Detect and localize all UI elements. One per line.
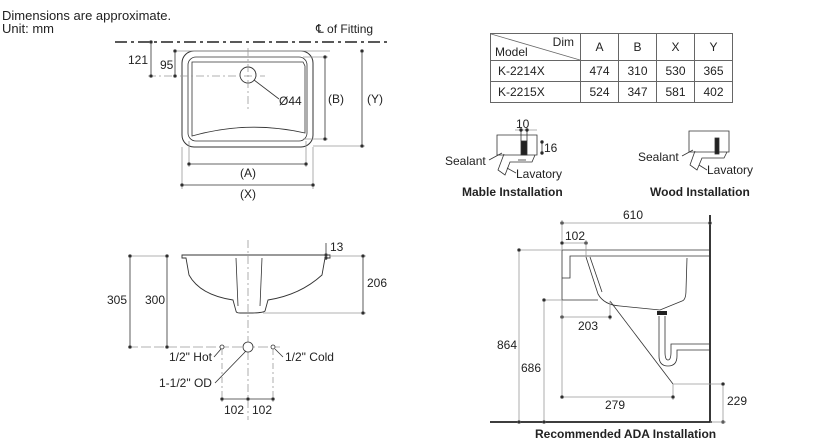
wood-installation-title: Wood Installation — [650, 185, 750, 199]
column-header: Y — [694, 33, 733, 61]
dim-102-left: 102 — [224, 403, 245, 417]
dimension-table: Dim Model A B X Y K-2214X 474 310 530 36… — [490, 33, 733, 103]
unit-note: Unit: mm — [2, 21, 54, 36]
centerline-label: ℄ of Fitting — [316, 22, 374, 36]
table-row: K-2215X 524 347 581 402 — [490, 81, 733, 103]
dim-121: 121 — [128, 53, 149, 67]
header-dim: Dim — [552, 35, 574, 49]
label-x: (X) — [240, 187, 256, 201]
label-a: (A) — [240, 166, 256, 180]
header-model: Model — [495, 45, 528, 59]
value-cell: 310 — [618, 60, 657, 82]
marble-lavatory-label: Lavatory — [516, 167, 563, 181]
value-cell: 530 — [656, 60, 695, 82]
marble-dim-10: 10 — [516, 117, 530, 131]
wood-lavatory-label: Lavatory — [707, 163, 754, 177]
wood-sealant-label: Sealant — [638, 150, 679, 164]
dim-206: 206 — [367, 276, 388, 290]
marble-installation-detail — [488, 128, 544, 176]
table-header-row: Dim Model A B X Y — [490, 33, 733, 61]
table-row: K-2214X 474 310 530 365 — [490, 60, 733, 82]
dim-305: 305 — [107, 293, 128, 307]
ada-installation-drawing — [490, 215, 726, 424]
dim-13: 13 — [330, 240, 344, 254]
dim-102-right: 102 — [252, 403, 273, 417]
waste-od-label: 1-1/2" OD — [159, 376, 212, 390]
marble-dim-16: 16 — [544, 141, 558, 155]
hot-supply-label: 1/2" Hot — [169, 350, 212, 364]
dim-300: 300 — [145, 293, 166, 307]
waste-outlet-circle — [242, 341, 254, 353]
ada-installation-title: Recommended ADA Installation — [535, 427, 717, 441]
hot-supply-circle — [219, 344, 225, 350]
ada-dim-686: 686 — [521, 361, 542, 375]
model-cell: K-2215X — [490, 81, 581, 103]
sink-rim-outline — [187, 56, 308, 142]
table-corner-header: Dim Model — [490, 33, 581, 61]
column-header: B — [618, 33, 657, 61]
ada-dim-229: 229 — [727, 394, 748, 408]
value-cell: 581 — [656, 81, 695, 103]
value-cell: 402 — [694, 81, 733, 103]
model-cell: K-2214X — [490, 60, 581, 82]
ada-dim-203: 203 — [578, 319, 599, 333]
value-cell: 365 — [694, 60, 733, 82]
approximation-note: Dimensions are approximate. — [2, 8, 172, 23]
cold-supply-circle — [270, 344, 276, 350]
drain-diameter-label: Ø44 — [279, 94, 302, 108]
column-header: X — [656, 33, 695, 61]
column-header: A — [580, 33, 619, 61]
value-cell: 474 — [580, 60, 619, 82]
label-b: (B) — [328, 92, 344, 106]
sink-side-profile — [181, 254, 331, 314]
sink-bowl-outline — [191, 61, 306, 137]
label-y: (Y) — [367, 92, 383, 106]
marble-installation-title: Mable Installation — [462, 185, 563, 199]
cold-supply-label: 1/2" Cold — [285, 350, 334, 364]
ada-dim-102: 102 — [565, 229, 586, 243]
ada-dim-279: 279 — [605, 398, 626, 412]
wood-installation-detail — [681, 130, 730, 171]
marble-sealant-label: Sealant — [445, 154, 486, 168]
dim-95: 95 — [160, 58, 174, 72]
ada-dim-610: 610 — [623, 208, 644, 222]
value-cell: 347 — [618, 81, 657, 103]
value-cell: 524 — [580, 81, 619, 103]
ada-dim-864: 864 — [497, 338, 518, 352]
